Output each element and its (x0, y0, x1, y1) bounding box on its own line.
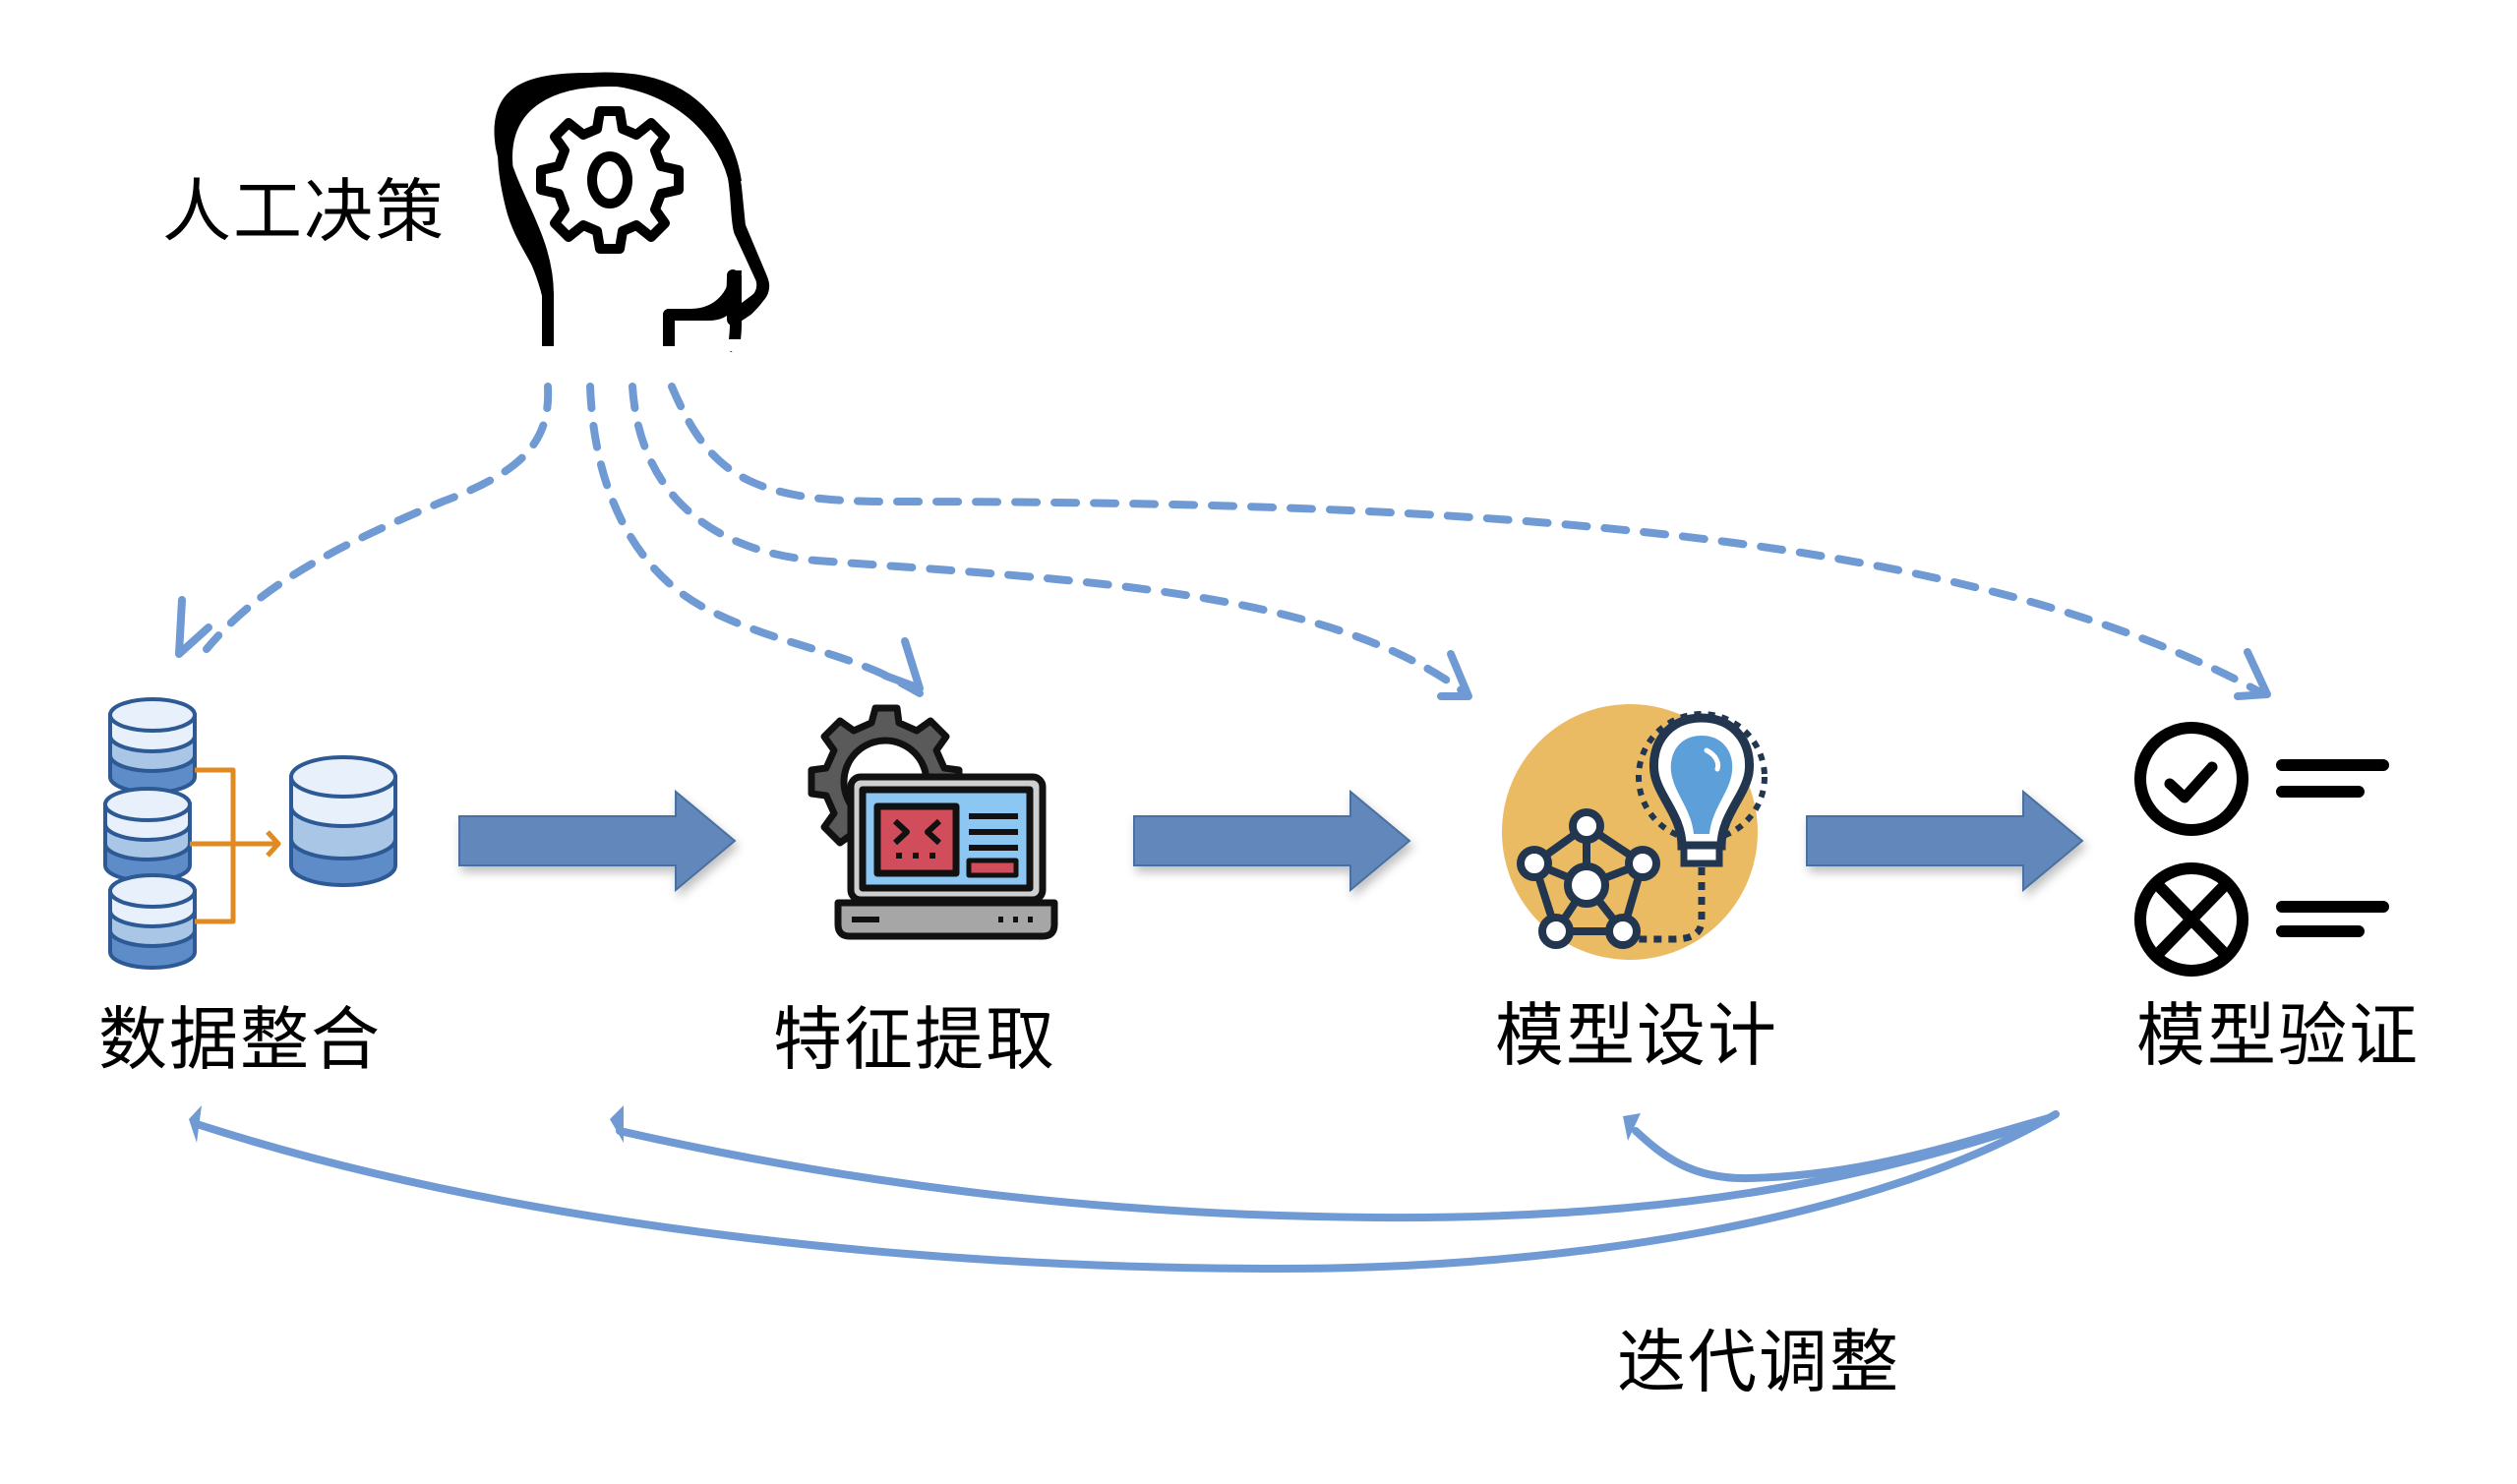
stage-label-data-integration: 数据整合 (98, 999, 382, 1080)
check-circle-icon (2134, 722, 2248, 836)
network-lightbulb-icon (1502, 704, 1768, 960)
merge-connector (190, 767, 281, 924)
decision-arrowheads (175, 596, 2271, 700)
arrow-2 (1133, 789, 1411, 893)
database-merge-icon (103, 697, 397, 970)
laptop-gear-icon (808, 704, 1058, 940)
network-nodes (1517, 808, 1660, 949)
stage-label-model-design: 模型设计 (1495, 995, 1778, 1076)
database-large (289, 755, 397, 887)
link-to-feature-extraction (586, 383, 924, 697)
decision-label: 人工决策 (162, 171, 446, 252)
stage-label-model-validation: 模型验证 (2136, 995, 2420, 1076)
head-gear (536, 106, 684, 254)
database-small-2 (103, 787, 192, 883)
head-profile (542, 269, 742, 346)
feedback-to-data-integration (193, 1114, 2053, 1274)
link-to-model-design (629, 383, 1469, 697)
feedback-label: 迭代调整 (1617, 1322, 1900, 1402)
feedback-arrowheads (189, 1105, 1641, 1143)
stage-label-feature-extraction: 特征提取 (773, 999, 1056, 1080)
database-small-1 (108, 697, 197, 795)
link-to-data-integration (203, 383, 553, 653)
link-to-model-validation (668, 383, 2266, 697)
head-outline (498, 72, 770, 353)
feedback-loops (193, 1110, 2060, 1274)
decision-links (203, 383, 2266, 697)
feedback-to-feature-extraction (616, 1114, 2053, 1222)
arrow-1 (458, 789, 737, 893)
check-cross-list-icon (2134, 722, 2389, 977)
arrow-3 (1806, 789, 2084, 893)
database-small-3 (108, 873, 197, 970)
process-arrows (458, 789, 2084, 893)
cross-circle-icon (2134, 862, 2248, 977)
